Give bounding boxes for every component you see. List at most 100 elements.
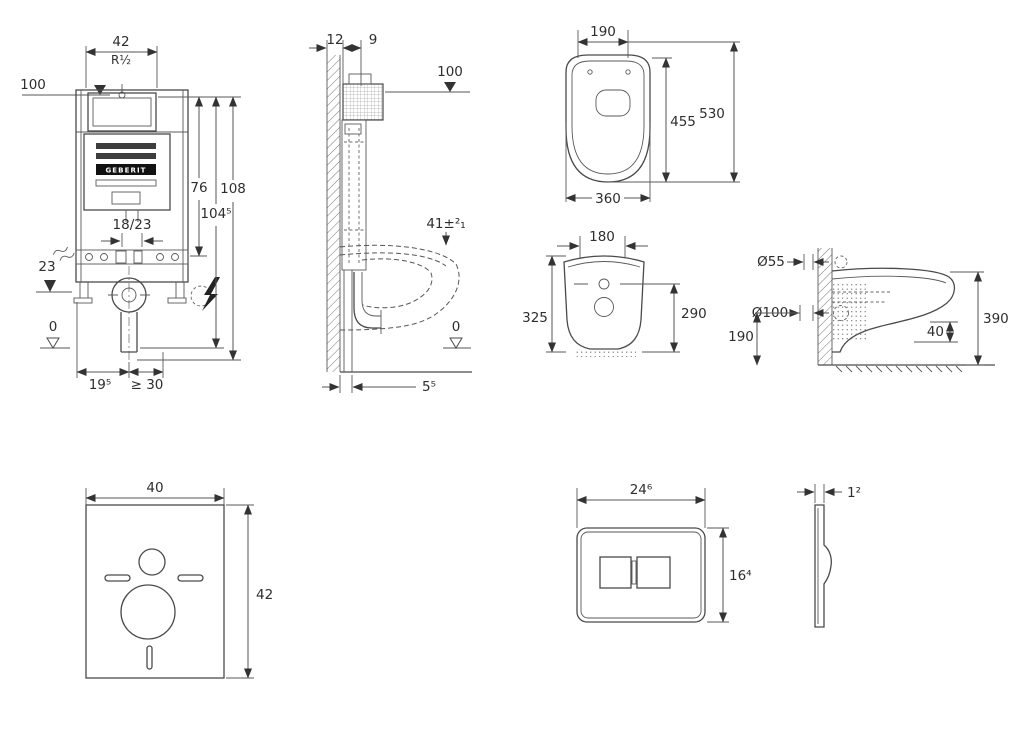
dim-label: 190 xyxy=(590,24,616,40)
dim-mat-height: 42 xyxy=(226,504,273,679)
dim-label: 42 xyxy=(112,34,129,50)
dim-290: 290 xyxy=(634,283,707,353)
hinge-mark xyxy=(625,69,631,75)
cistern-side-view: 12 9 100 41±²₁ xyxy=(309,32,472,395)
level-triangle-open xyxy=(449,337,463,349)
dim-label: 100 xyxy=(437,64,463,80)
flush-button-large[interactable] xyxy=(636,556,671,589)
brand-label: GEBERIT xyxy=(105,167,146,175)
dim-label: 0 xyxy=(49,319,58,335)
dim-label: 19⁵ xyxy=(89,377,112,393)
dim-label: 0 xyxy=(452,319,461,335)
dim-width-42: 42 R½ xyxy=(85,34,158,88)
tank-profile xyxy=(341,119,367,271)
dim-plate-height: 16⁴ xyxy=(707,527,752,623)
mat-hole-large xyxy=(120,584,176,640)
dim-label: 40 xyxy=(146,480,163,496)
dim-pipe-offset: 5⁵ xyxy=(322,375,436,395)
mat-slot-left xyxy=(104,574,131,582)
dim-390: 390 xyxy=(950,271,1009,366)
dim-label: 40 xyxy=(927,324,944,340)
wall-hatch xyxy=(818,248,832,365)
mat-slot-bottom xyxy=(146,645,153,670)
level-100: 100 xyxy=(20,77,110,96)
cistern-tank xyxy=(83,133,171,211)
dim-label: 12 xyxy=(326,32,343,48)
dim-bottom-offsets: 19⁵ ≥ 30 xyxy=(76,302,164,393)
dim-pipe-small: Ø55 xyxy=(757,254,829,270)
dim-label: 42 xyxy=(256,587,273,603)
dim-325: 325 xyxy=(522,255,566,353)
dim-plate-width: 24⁶ xyxy=(576,482,706,528)
flush-plate-front-view: 24⁶ 16⁴ xyxy=(576,482,752,623)
level-0-side: 0 xyxy=(443,319,471,349)
dim-label: 9 xyxy=(369,32,378,48)
heat-waves-icon xyxy=(52,246,75,261)
dim-label: 23 xyxy=(38,259,55,275)
wc-dashed-outline xyxy=(339,244,460,331)
cistern-front-view: 42 R½ 100 GEBERIT 18/23 xyxy=(20,34,246,393)
wall-hatch xyxy=(327,55,340,372)
cistern-frame xyxy=(75,89,189,283)
button-divider xyxy=(631,560,637,585)
seat-outline xyxy=(565,54,651,183)
frame-legs xyxy=(79,282,185,298)
dim-label: 390 xyxy=(983,311,1009,327)
mat-slot-right xyxy=(177,574,204,582)
wc-top-view: 190 455 530 360 xyxy=(565,24,740,207)
brand-plate xyxy=(96,164,156,175)
dim-label: 1² xyxy=(847,485,861,501)
dim-190: 190 xyxy=(577,24,629,58)
supply-pipe-mark xyxy=(834,255,848,269)
flushplate-box xyxy=(342,83,384,121)
dim-label: 41±²₁ xyxy=(426,216,465,232)
fixing-hole-small xyxy=(598,278,610,290)
dim-plate-thickness: 1² xyxy=(797,484,861,503)
flush-bend-outer xyxy=(353,272,381,329)
dim-40: 40 xyxy=(914,321,958,343)
dim-label: 325 xyxy=(522,310,548,326)
level-triangle-filled xyxy=(44,280,56,292)
dim-label: 190 xyxy=(728,329,754,345)
dim-mat-width: 40 xyxy=(85,480,225,505)
mounting-crossbar xyxy=(75,249,189,265)
dim-heights: 76 104⁵ 108 xyxy=(137,96,246,361)
flushplate-housing xyxy=(87,92,157,132)
level-triangle-filled xyxy=(444,82,456,92)
plate-side-profile xyxy=(814,504,832,628)
dim-label-108: 108 xyxy=(220,181,246,197)
dim-label-104: 104⁵ xyxy=(200,206,231,222)
dim-label: 360 xyxy=(595,191,621,207)
bowl-front-outline xyxy=(563,255,645,350)
flush-button-small[interactable] xyxy=(599,556,632,589)
outlet-pipe xyxy=(120,312,138,353)
dim-label: 530 xyxy=(699,106,725,122)
dim-label: 16⁴ xyxy=(729,568,752,584)
dim-label: Ø55 xyxy=(757,254,785,270)
level-triangle-open xyxy=(46,337,60,349)
drain-hole xyxy=(594,297,614,317)
dim-180: 180 xyxy=(557,229,648,258)
mat-hole-small xyxy=(138,548,166,576)
dim-360: 360 xyxy=(565,122,651,207)
level-100-side: 100 xyxy=(385,64,470,93)
dim-label: ≥ 30 xyxy=(131,377,164,393)
dim-190-side: 190 xyxy=(728,312,800,366)
dim-label: 290 xyxy=(681,306,707,322)
hinge-mark xyxy=(587,69,593,75)
dim-seat-tolerance: 41±²₁ xyxy=(426,216,466,246)
dim-depths: 12 9 xyxy=(309,32,377,86)
dim-label-76: 76 xyxy=(190,180,207,196)
plate-outline xyxy=(576,527,706,623)
dim-label: 5⁵ xyxy=(422,379,436,395)
dim-label: 455 xyxy=(670,114,696,130)
ground-hatch xyxy=(835,365,963,373)
mat-outline xyxy=(85,504,225,679)
level-23: 23 xyxy=(36,259,72,293)
lightning-icon xyxy=(202,277,220,311)
dim-label: 24⁶ xyxy=(630,482,653,498)
dim-label: 100 xyxy=(20,77,46,93)
dim-label-outlet: 18/23 xyxy=(113,217,152,233)
